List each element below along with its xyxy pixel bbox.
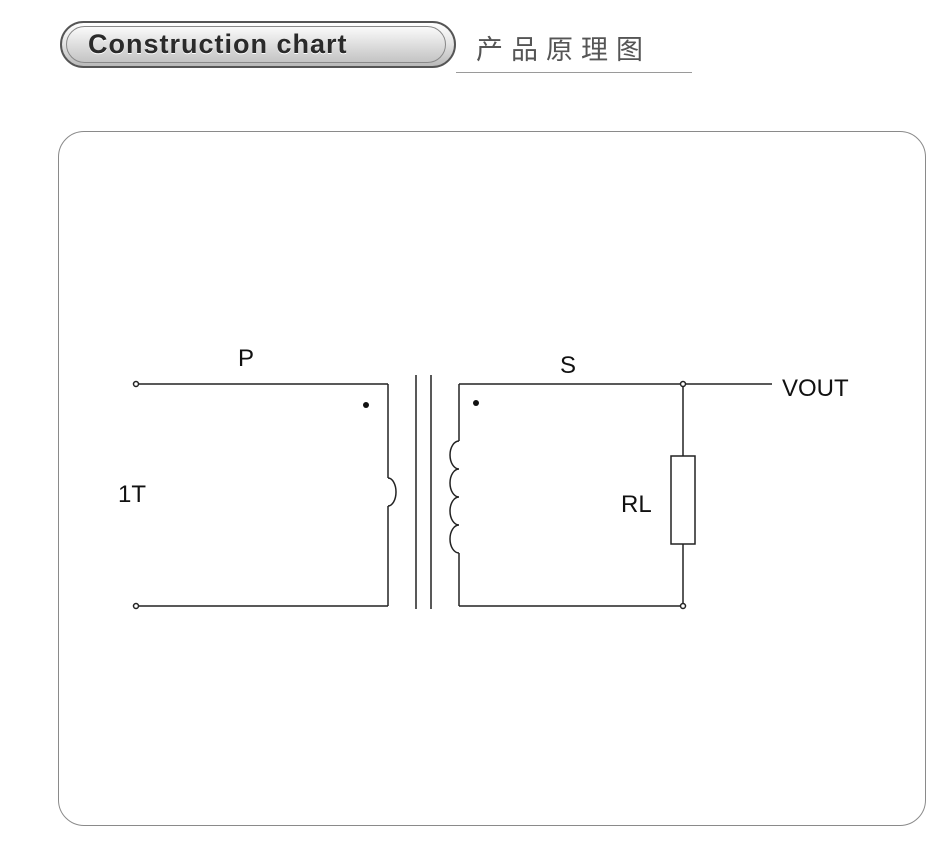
output-node-top	[679, 380, 687, 388]
page-subtitle: 产品原理图	[476, 35, 651, 66]
input-terminal-bottom	[132, 602, 140, 610]
load-resistor	[670, 455, 696, 545]
load-label: RL	[621, 491, 652, 518]
page-title: Construction chart	[88, 29, 348, 59]
output-label: VOUT	[782, 375, 849, 402]
secondary-coil	[449, 440, 460, 554]
secondary-polarity-dot	[473, 400, 479, 406]
input-label: 1T	[118, 481, 146, 508]
output-node-bottom	[679, 602, 687, 610]
primary-label: P	[238, 345, 254, 372]
diagram-panel	[58, 131, 926, 826]
primary-polarity-dot	[363, 402, 369, 408]
input-terminal-top	[132, 380, 140, 388]
header-pill-inner	[66, 26, 446, 63]
primary-coil	[387, 477, 397, 507]
secondary-label: S	[560, 352, 576, 379]
header-rule	[456, 72, 692, 73]
